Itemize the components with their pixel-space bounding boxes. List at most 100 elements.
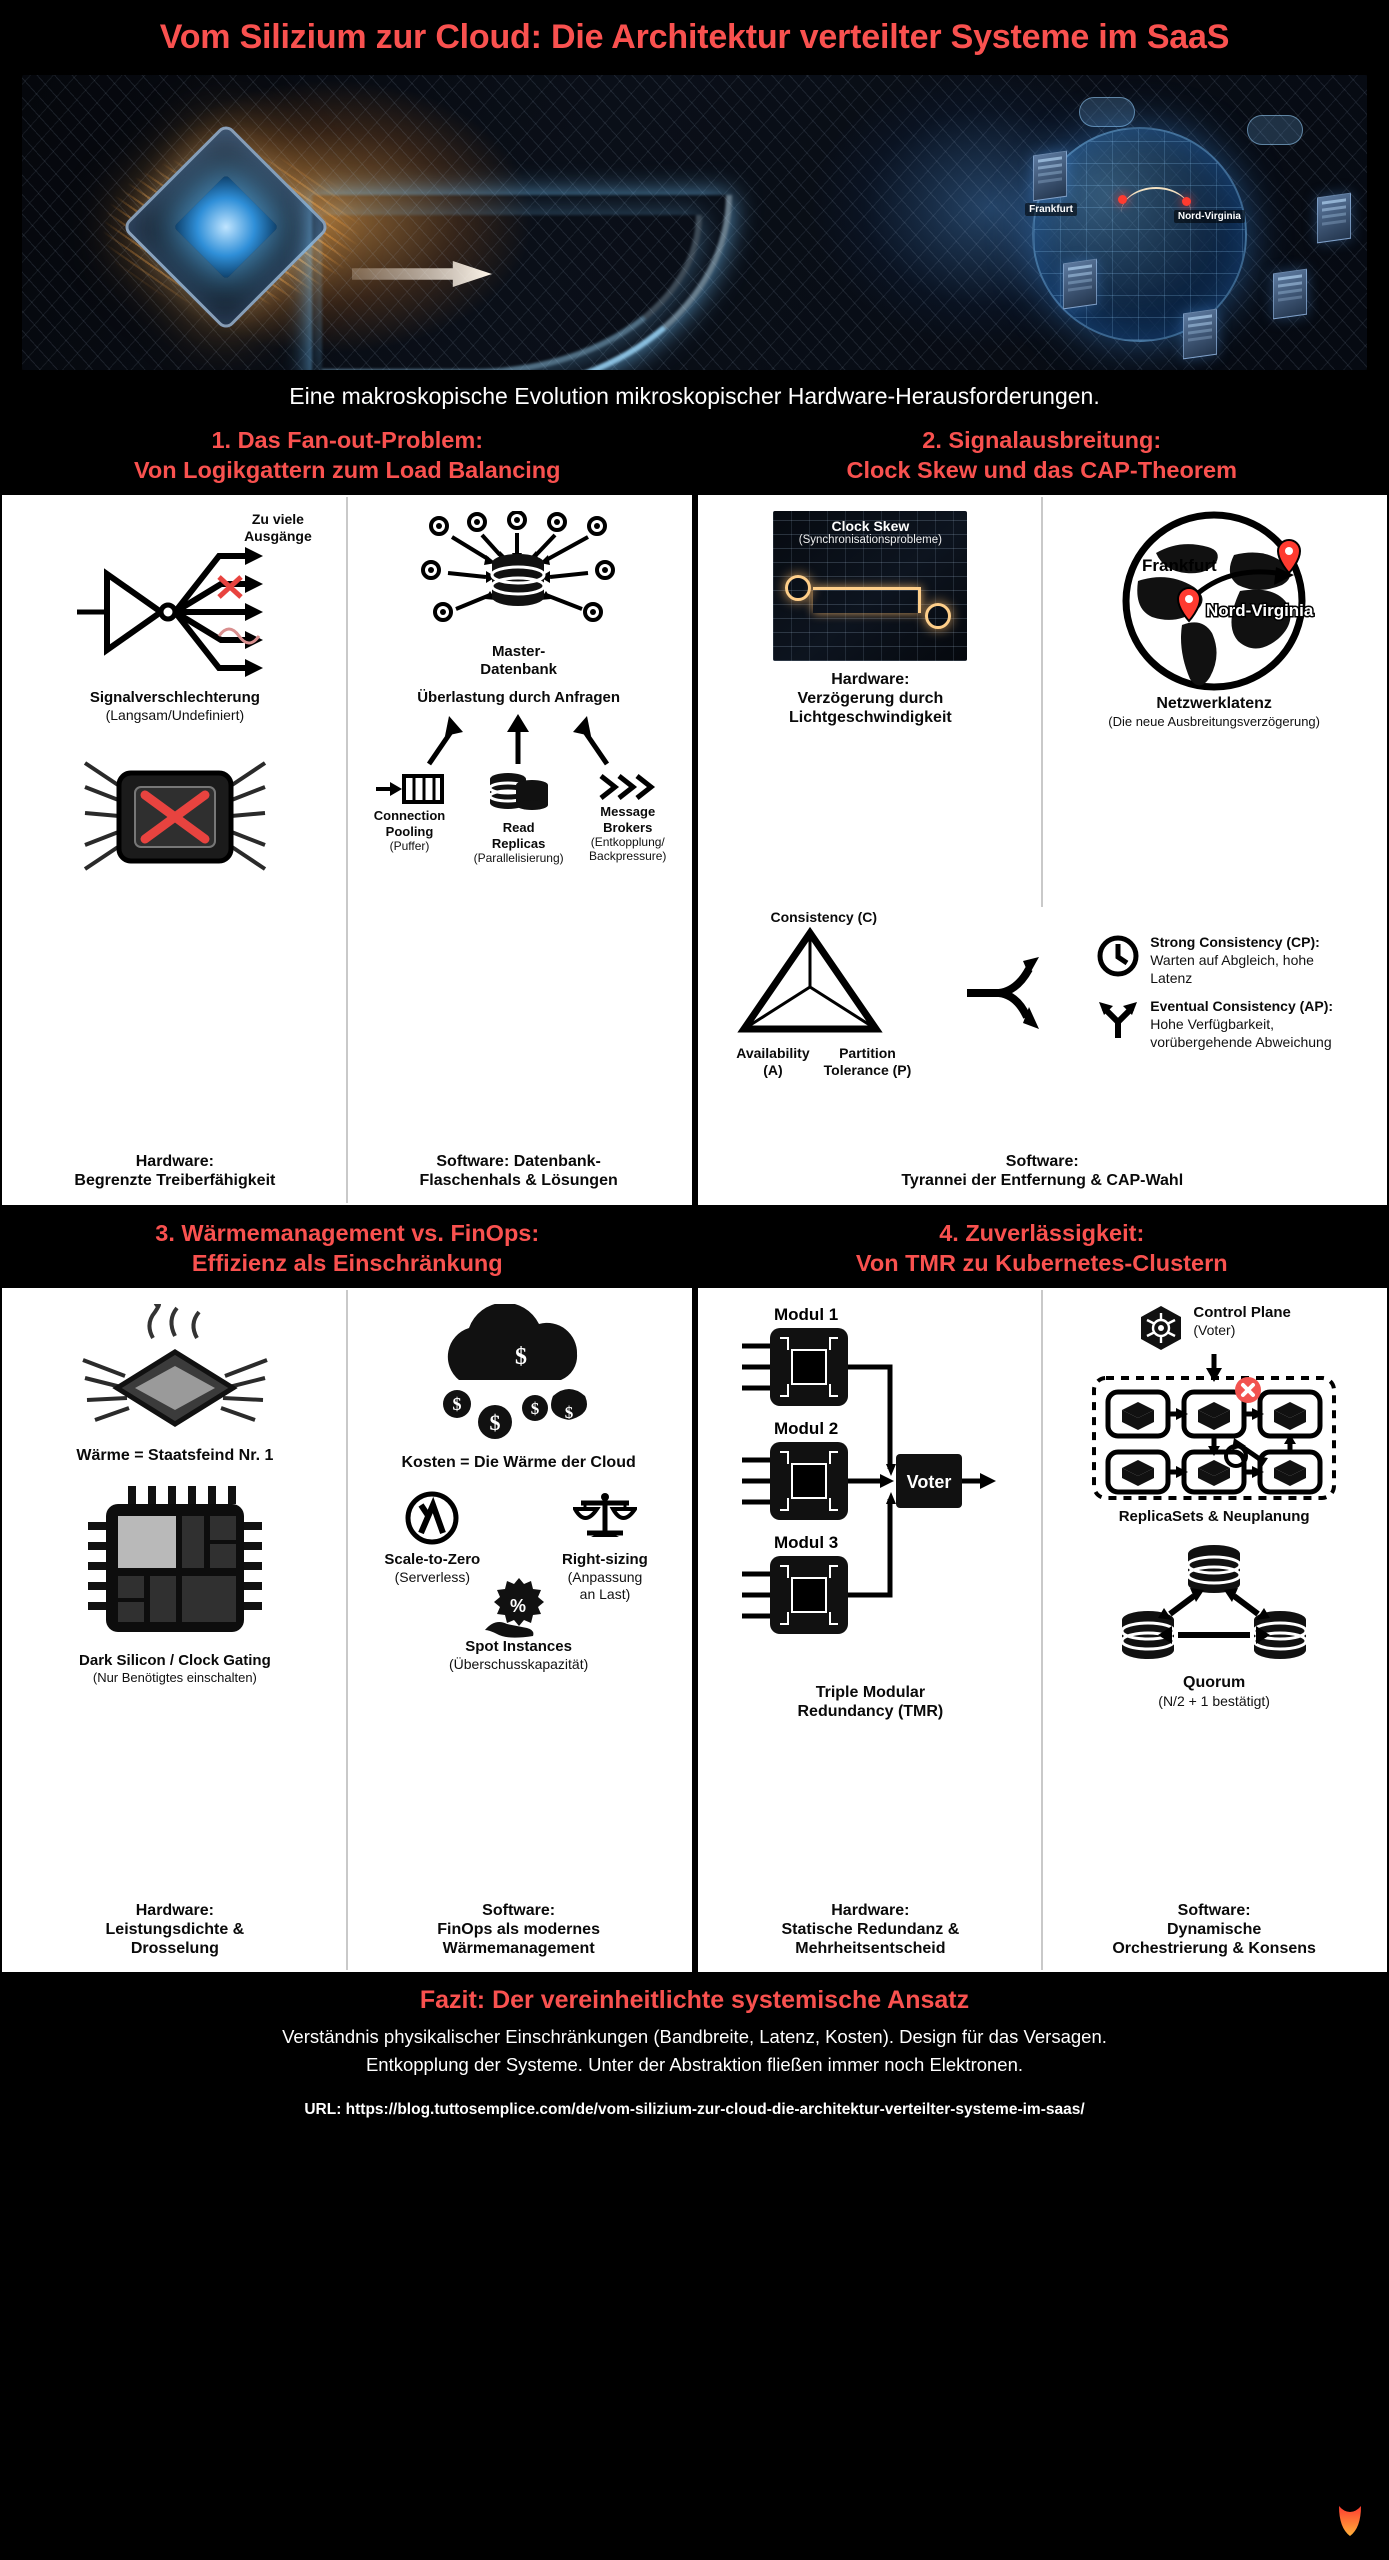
panel-4-hw-footer-line2: Statische Redundanz & xyxy=(781,1920,960,1938)
control-plane-label: Control Plane xyxy=(1193,1304,1291,1322)
globe-label-frankfurt: Frankfurt xyxy=(1142,556,1217,575)
server-rack-icon xyxy=(1033,150,1067,202)
quorum-label: Quorum xyxy=(1183,1674,1246,1692)
panel-3-finops-column: $ $ $ $ $ Kosten = Die Wärme der Cloud S… xyxy=(345,1290,690,1971)
solution-3-sub: (Entkopplung/ Backpressure) xyxy=(589,834,667,864)
panel-section-3: Wärme = Staatsfeind Nr. 1 xyxy=(2,1288,692,1973)
network-latency-sub: (Die neue Ausbreitungsverzögerung) xyxy=(1108,714,1320,730)
panel-3-sw-footer: Software: FinOps als modernes Wärmemanag… xyxy=(437,1892,600,1959)
section-1-heading: 1. Das Fan-out-Problem: Von Logikgattern… xyxy=(0,426,695,485)
section-header-row-bottom: 3. Wärmemanagement vs. FinOps: Effizienz… xyxy=(0,1205,1389,1289)
tmr-module-block-3 xyxy=(742,1556,849,1635)
hero-label-frankfurt: Frankfurt xyxy=(1025,203,1077,216)
panel-4-sw-footer: Software: Dynamische Orchestrierung & Ko… xyxy=(1112,1892,1316,1959)
solution-1-name-line1: Connection xyxy=(373,808,446,824)
buffer-queue-icon xyxy=(376,774,445,805)
cap-branch-arrows xyxy=(966,957,1039,1030)
page-subtitle: Eine makroskopische Evolution mikroskopi… xyxy=(289,382,1100,409)
tmr-caption-line2: Redundancy (TMR) xyxy=(797,1703,944,1721)
cap-eventual-consistency-bold: Eventual Consistency (AP): xyxy=(1150,998,1334,1015)
panel-4-hw-footer-line1: Hardware: xyxy=(831,1901,910,1919)
cloud-icon xyxy=(1247,115,1303,145)
cap-vertex-consistency: Consistency (C) xyxy=(770,908,878,925)
solution-2-name-line2: Replicas xyxy=(491,835,546,851)
lambda-icon xyxy=(405,1491,459,1545)
panel-3-hw-footer: Hardware: Leistungsdichte & Drosselung xyxy=(106,1892,245,1959)
conclusion-paragraph-line1: Verständnis physikalischer Einschränkung… xyxy=(282,2026,1107,2048)
dark-silicon-sub: (Nur Benötigtes einschalten) xyxy=(92,1670,257,1685)
panel-1-sw-footer: Software: Datenbank- Flaschenhals & Lösu… xyxy=(419,1143,617,1191)
solution-3-name-line1: Message xyxy=(600,804,656,820)
panel-3-hw-footer-line2: Leistungsdichte & xyxy=(105,1920,245,1938)
quorum-sub: (N/2 + 1 bestätigt) xyxy=(1158,1693,1270,1709)
tmr-module-block-2 xyxy=(742,1442,849,1521)
replicaset-pods-diagram xyxy=(1092,1354,1337,1501)
solution-message-brokers: Message Brokers (Entkopplung/ Backpressu… xyxy=(574,770,681,863)
panel-4-sw-footer-line2: Dynamische xyxy=(1166,1920,1262,1938)
solution-connection-pooling: Connection Pooling (Puffer) xyxy=(356,770,463,853)
panel-1-sw-footer-line2: Flaschenhals & Lösungen xyxy=(419,1172,618,1190)
clock-icon xyxy=(1097,935,1139,977)
section-2-heading: 2. Signalausbreitung: Clock Skew und das… xyxy=(695,426,1389,485)
panel-1-hw-footer-line2: Begrenzte Treiberfähigkeit xyxy=(74,1172,276,1190)
right-sizing-sub-2: an Last) xyxy=(579,1585,631,1602)
finops-top-row: Scale-to-Zero (Serverless) Right-sizing xyxy=(356,1489,682,1602)
scale-to-zero-name: Scale-to-Zero xyxy=(384,1551,481,1569)
panel-3-hw-footer-line3: Drosselung xyxy=(130,1939,219,1957)
section-2-heading-line2: Clock Skew und das CAP-Theorem xyxy=(846,456,1237,483)
panel-4-hw-footer-line3: Mehrheitsentscheid xyxy=(795,1939,946,1957)
master-db-label-line2: Datenbank xyxy=(480,660,557,678)
panel-1-hardware-footer: Hardware: Begrenzte Treiberfähigkeit xyxy=(74,1143,275,1191)
spot-instances-name: Spot Instances xyxy=(465,1638,572,1656)
voter-label: Voter xyxy=(907,1472,952,1492)
cap-strong-consistency-text: Warten auf Abgleich, hohe Latenz xyxy=(1150,952,1314,987)
panel-1-software-column: Master- Datenbank Überlastung durch Anfr… xyxy=(345,497,690,1204)
cap-bottom-labels: Availability (A) Partition Tolerance (P) xyxy=(736,1045,911,1078)
solution-2-name-line1: Read xyxy=(502,820,535,836)
section-2-heading-line1: 2. Signalausbreitung: xyxy=(922,427,1162,453)
tmr-module-block-1 xyxy=(742,1328,849,1407)
globe-icon xyxy=(1032,127,1247,342)
panel-2-footer: Software: Tyrannei der Entfernung & CAP-… xyxy=(901,1145,1183,1191)
panel-row-bottom: Wärme = Staatsfeind Nr. 1 xyxy=(0,1288,1389,1973)
source-url[interactable]: URL: https://blog.tuttosemplice.com/de/v… xyxy=(304,2100,1085,2118)
footer: Fazit: Der vereinheitlichte systemische … xyxy=(0,1972,1389,2119)
panel-4-sw-footer-line3: Orchestrierung & Konsens xyxy=(1112,1939,1316,1957)
cap-option-strong: Strong Consistency (CP): Warten auf Abgl… xyxy=(1096,934,1348,988)
master-database-overload-diagram xyxy=(421,511,616,623)
section-4-heading: 4. Zuverlässigkeit: Von TMR zu Kubernete… xyxy=(695,1219,1389,1278)
tmr-module-3-label: Modul 3 xyxy=(774,1533,838,1552)
cap-strong-consistency-bold: Strong Consistency (CP): xyxy=(1150,934,1320,951)
cap-vertex-partition-line2: Tolerance (P) xyxy=(823,1061,912,1078)
balance-scale-icon xyxy=(572,1493,637,1538)
cap-triangle-block: Consistency (C) Availability (A) xyxy=(736,909,911,1079)
cap-option-eventual: Eventual Consistency (AP): Hohe Verfügba… xyxy=(1096,998,1348,1052)
svg-text:%: % xyxy=(510,1596,526,1616)
section-1-heading-line1: 1. Das Fan-out-Problem: xyxy=(211,427,484,453)
tmr-voter-diagram: Modul 1 Modul 2 Modul 3 xyxy=(742,1305,997,1635)
quorum-databases-diagram xyxy=(1120,1545,1308,1660)
finops-scale-to-zero: Scale-to-Zero (Serverless) xyxy=(356,1489,509,1585)
dark-silicon-chip-icon xyxy=(87,1486,262,1633)
svg-text:$: $ xyxy=(531,1399,540,1418)
map-marker-frankfurt xyxy=(1118,195,1127,204)
section-3-heading-line2: Effizienz als Einschränkung xyxy=(191,1249,503,1276)
panel-3-sw-footer-line1: Software: xyxy=(482,1901,556,1919)
server-rack-icon xyxy=(1063,258,1097,310)
clock-icon-source xyxy=(785,575,812,602)
section-header-row-top: 1. Das Fan-out-Problem: Von Logikgattern… xyxy=(0,422,1389,496)
solution-1-name-line2: Pooling xyxy=(385,823,434,839)
panel-4-hw-footer: Hardware: Statische Redundanz & Mehrheit… xyxy=(781,1892,959,1959)
world-globe-latency-diagram: Frankfurt Nord-Virginia xyxy=(1122,511,1316,691)
control-plane-header: Control Plane (Voter) xyxy=(1137,1304,1291,1352)
tmr-module-1-label: Modul 1 xyxy=(774,1305,838,1324)
panel-1-solutions-row: Connection Pooling (Puffer) xyxy=(356,770,682,865)
cost-cloud-label: Kosten = Die Wärme der Cloud xyxy=(401,1454,636,1472)
title-bar: Vom Silizium zur Cloud: Die Architektur … xyxy=(0,0,1389,75)
panel-2-footer-line2: Tyrannei der Entfernung & CAP-Wahl xyxy=(901,1172,1184,1190)
discount-hand-icon: % xyxy=(484,1578,544,1638)
subtitle-bar: Eine makroskopische Evolution mikroskopi… xyxy=(0,370,1389,422)
server-rack-icon xyxy=(1183,308,1217,360)
cap-vertex-availability-line1: Availability xyxy=(736,1045,810,1062)
panel-2-hw-line2: Verzögerung durch xyxy=(797,690,944,708)
